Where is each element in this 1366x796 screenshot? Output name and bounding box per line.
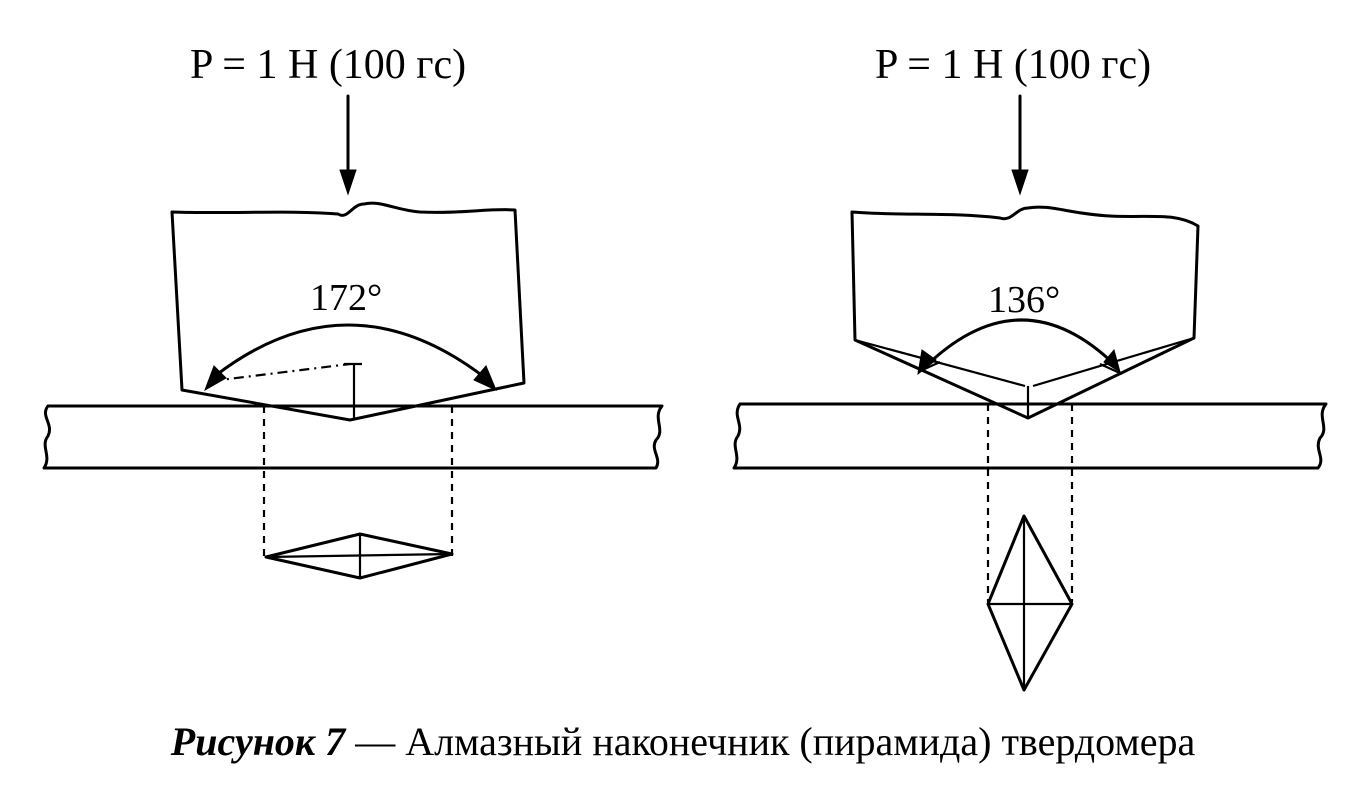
figure-number: Рисунок 7 bbox=[170, 719, 346, 764]
caption-separator: — bbox=[345, 719, 406, 764]
left-load-label: P = 1 Н (100 гс) bbox=[190, 42, 466, 88]
right-arc-arrow-left bbox=[917, 349, 937, 376]
right-angle-arc bbox=[920, 318, 1118, 372]
left-indenter-group: P = 1 Н (100 гс) 172° bbox=[42, 42, 664, 580]
left-angle-bisector bbox=[211, 362, 351, 383]
left-angle-arc bbox=[213, 323, 490, 382]
right-load-arrow-head bbox=[1011, 169, 1029, 196]
figure-caption: Рисунок 7 — Алмазный наконечник (пирамид… bbox=[0, 718, 1366, 765]
left-arc-arrow-right bbox=[473, 365, 497, 391]
right-facet-right-short bbox=[1099, 362, 1123, 376]
left-specimen bbox=[42, 404, 664, 470]
right-load-label: P = 1 Н (100 гс) bbox=[875, 42, 1151, 88]
right-indenter-group: P = 1 Н (100 гс) 136° bbox=[732, 42, 1328, 692]
left-load-arrow-head bbox=[339, 169, 357, 196]
left-indenter-body bbox=[170, 201, 526, 422]
right-arc-arrow-right bbox=[1103, 348, 1121, 374]
right-specimen bbox=[732, 402, 1328, 470]
right-indenter-body bbox=[850, 205, 1200, 420]
caption-text: Алмазный наконечник (пирамида) твердомер… bbox=[405, 719, 1196, 764]
right-angle-label: 136° bbox=[988, 279, 1060, 321]
left-angle-label: 172° bbox=[310, 277, 382, 319]
left-arc-arrow-left bbox=[204, 365, 227, 392]
